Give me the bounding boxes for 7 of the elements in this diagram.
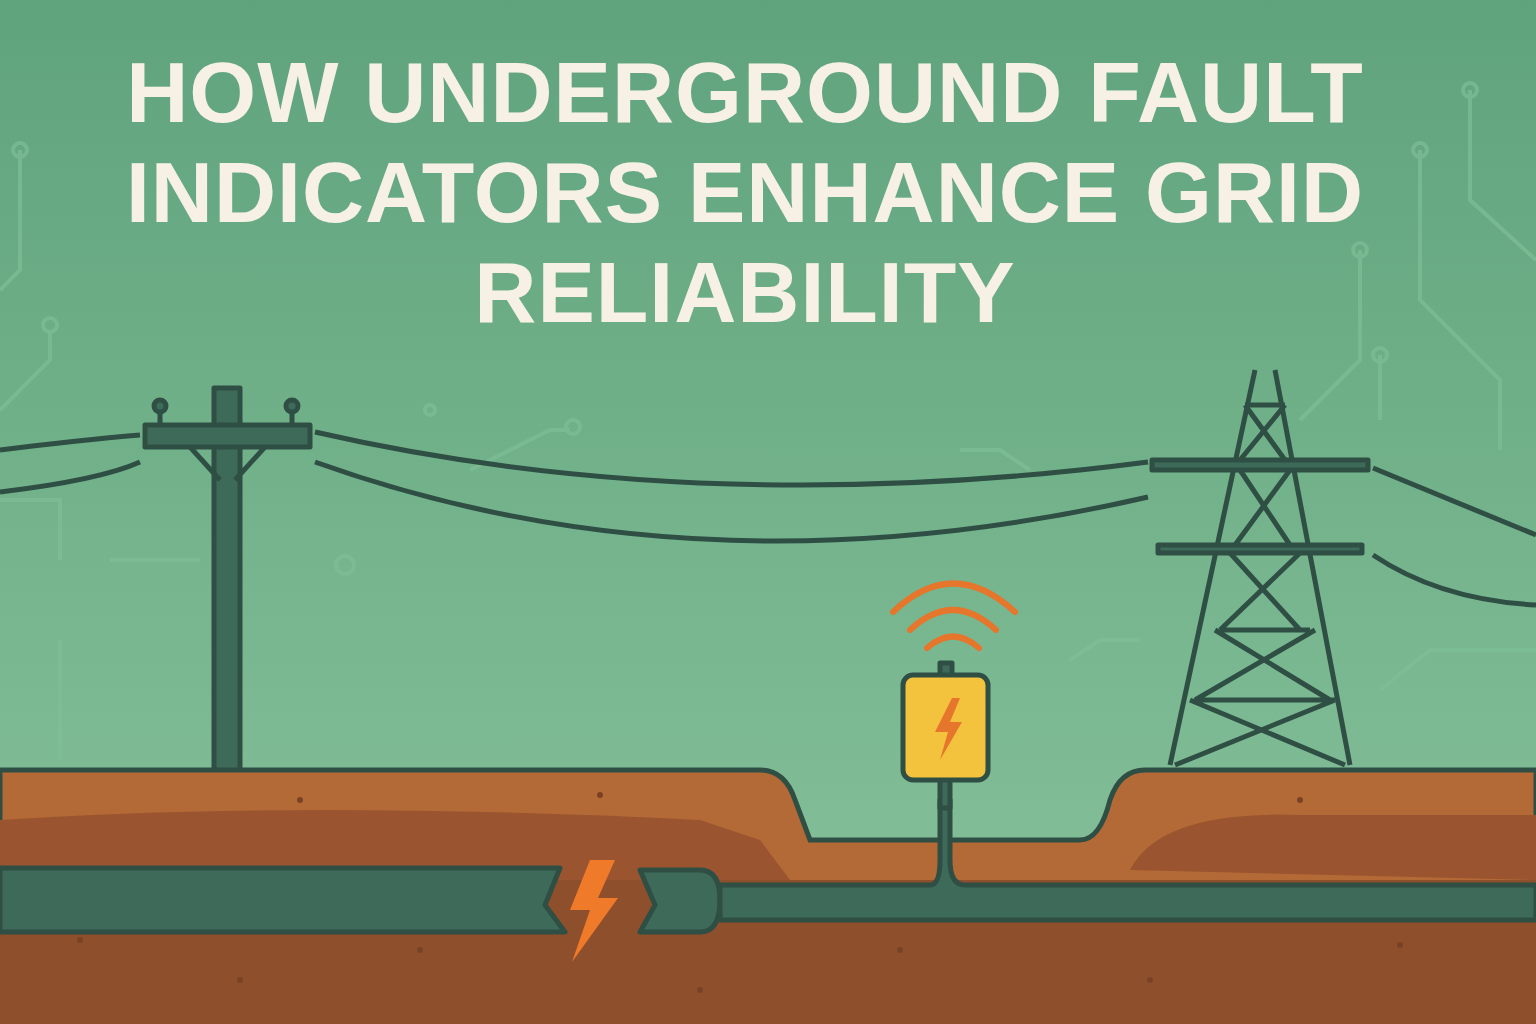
power-line [314, 429, 1149, 488]
power-line [0, 432, 141, 453]
power-line [1371, 552, 1536, 608]
title: HOW UNDERGROUND FAULT INDICATORS ENHANCE GRID RELIABILITY [124, 43, 1366, 342]
power-line [314, 459, 1149, 544]
power-line [1372, 465, 1536, 538]
power-line [0, 459, 141, 495]
